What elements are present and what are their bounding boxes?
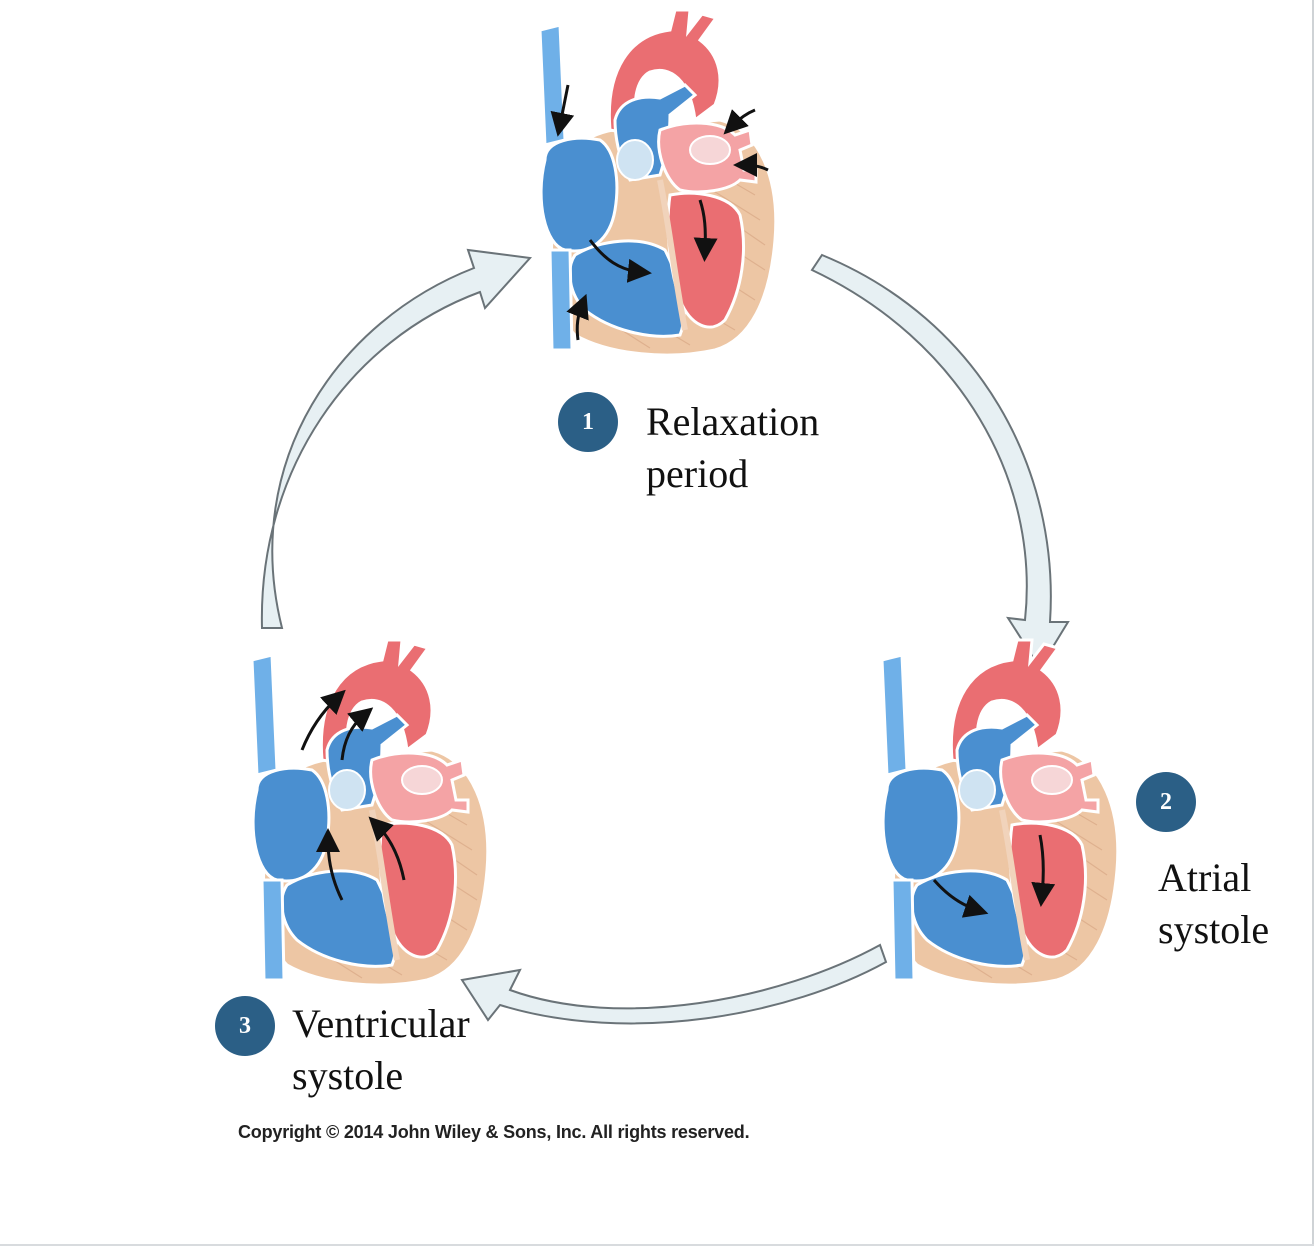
heart-atrial-systole-illustration [882,640,1118,985]
cycle-arrow-to-atrial-systole [810,253,1070,670]
stage-label-line: systole [292,1053,404,1098]
page-border-right [1312,0,1314,1246]
stage-label-relaxation: Relaxation period [646,396,819,500]
stage-label-line: period [646,451,749,496]
stage-number-badge: 3 [215,996,275,1056]
stage-number-badge: 2 [1136,772,1196,832]
cycle-arrow-to-relaxation [260,248,533,629]
heart-ventricular-systole-illustration [252,640,488,985]
stage-label-line: Relaxation [646,399,820,444]
stage-label-ventricular-systole: Ventricular systole [292,998,470,1102]
stage-label-line: Ventricular [292,1001,470,1046]
stage-number-badge: 1 [558,392,618,452]
stage-label-line: systole [1158,907,1270,952]
heart-relaxation-illustration [540,10,776,355]
copyright-notice: Copyright © 2014 John Wiley & Sons, Inc.… [238,1122,750,1142]
cycle-arrow-to-ventricular-systole [460,943,888,1025]
page-border-bottom [0,1244,1314,1246]
stage-label-line: Atrial [1158,855,1252,900]
stage-label-atrial-systole: Atrial systole [1158,852,1269,956]
